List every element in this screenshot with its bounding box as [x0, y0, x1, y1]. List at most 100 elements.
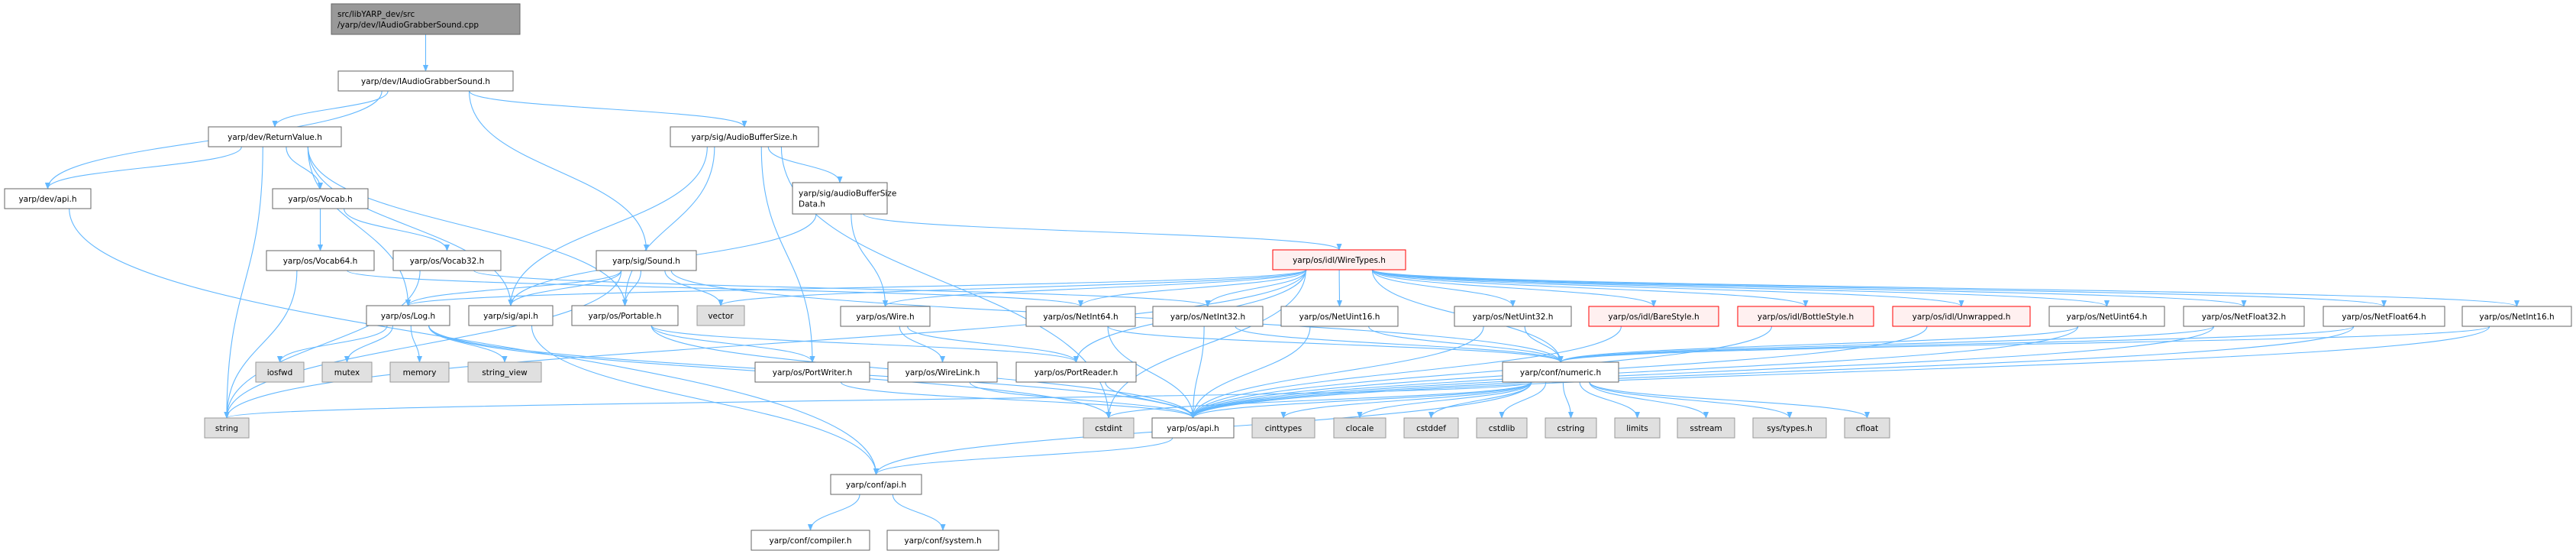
edge-arrow [892, 494, 946, 531]
edge-vocab64-to-string [224, 270, 298, 419]
node-unwrapped[interactable]: yarp/os/idl/Unwrapped.h [1892, 306, 2031, 327]
node-box [1545, 417, 1597, 439]
node-vocab32[interactable]: yarp/os/Vocab32.h [392, 250, 502, 271]
node-log[interactable]: yarp/os/Log.h [366, 305, 450, 326]
edge-numeric-to-cinttypes [1280, 381, 1532, 419]
node-box [596, 250, 697, 271]
edge-arrow [1190, 326, 1205, 419]
node-root[interactable]: src/libYARP_dev/src/yarp/dev/IAudioGrabb… [331, 3, 521, 35]
edge-abs-to-sigapi [508, 146, 708, 306]
node-compiler[interactable]: yarp/conf/compiler.h [751, 530, 870, 551]
edge-arrow [344, 208, 450, 251]
edge-portable-to-portreader [650, 325, 1079, 363]
node-string: string [204, 417, 250, 439]
node-label: cfloat [1856, 424, 1878, 433]
edge-arrow [276, 325, 388, 363]
edge-arrow [969, 381, 1196, 419]
node-box [266, 250, 375, 271]
node-wiretypes[interactable]: yarp/os/idl/WireTypes.h [1272, 249, 1406, 271]
node-netfloat64[interactable]: yarp/os/NetFloat64.h [2323, 306, 2445, 327]
edge-arrow [224, 270, 622, 419]
node-box [840, 306, 931, 327]
edge-arrow [1562, 381, 1574, 419]
edge-netint16-to-osapi [1190, 326, 2490, 419]
node-memory: memory [389, 361, 450, 383]
node-vocab64[interactable]: yarp/os/Vocab64.h [266, 250, 375, 271]
node-vocab[interactable]: yarp/os/Vocab.h [272, 188, 369, 209]
edge-arrow [1371, 269, 1657, 307]
node-label: yarp/os/api.h [1167, 424, 1219, 433]
node-wirelink[interactable]: yarp/os/WireLink.h [887, 361, 998, 383]
edge-arrow [1107, 326, 1196, 419]
edge-arrow [1205, 269, 1307, 307]
edge-bottlestyle-to-osapi [1190, 326, 1772, 419]
node-netuint32[interactable]: yarp/os/NetUint32.h [1454, 306, 1572, 327]
node-sigapi[interactable]: yarp/sig/api.h [468, 305, 554, 326]
node-cinttypes: cinttypes [1251, 417, 1315, 439]
node-label: cstring [1558, 424, 1585, 433]
edge-log-to-string_view [428, 325, 508, 363]
node-portable[interactable]: yarp/os/Portable.h [571, 305, 679, 326]
node-netint64[interactable]: yarp/os/NetInt64.h [1025, 306, 1136, 327]
node-sound[interactable]: yarp/sig/Sound.h [596, 250, 697, 271]
node-box [2048, 306, 2165, 327]
node-label: src/libYARP_dev/src [337, 10, 415, 19]
node-netfloat32[interactable]: yarp/os/NetFloat32.h [2183, 306, 2305, 327]
edge-arrow [1371, 269, 1964, 307]
edge-arrow [1190, 326, 1311, 419]
node-portreader[interactable]: yarp/os/PortReader.h [1015, 361, 1137, 383]
edge-arrow [44, 146, 242, 190]
edge-arrow [1190, 326, 2215, 419]
node-netint32[interactable]: yarp/os/NetInt32.h [1152, 306, 1264, 327]
node-netint16[interactable]: yarp/os/NetInt16.h [2461, 306, 2572, 327]
edge-arrow [344, 325, 394, 363]
node-wire[interactable]: yarp/os/Wire.h [840, 306, 931, 327]
edge-iags-to-sound [469, 90, 650, 251]
node-system[interactable]: yarp/conf/system.h [886, 530, 999, 551]
edge-netfloat64-to-numeric [1558, 326, 2355, 363]
node-netuint64[interactable]: yarp/os/NetUint64.h [2048, 306, 2165, 327]
edge-arrow [1106, 381, 1532, 419]
node-systypes: sys/types.h [1752, 417, 1827, 439]
edge-iags-to-abs [469, 90, 747, 128]
node-confapi[interactable]: yarp/conf/api.h [830, 474, 922, 495]
node-iags[interactable]: yarp/dev/IAudioGrabberSound.h [337, 70, 514, 92]
edge-arrow [883, 269, 1306, 307]
edge-wire-to-wirelink [899, 326, 946, 363]
node-netuint16[interactable]: yarp/os/NetUint16.h [1280, 306, 1399, 327]
node-box [1083, 417, 1135, 439]
edge-log-to-mutex [344, 325, 394, 363]
edge-arrow [224, 381, 1532, 419]
edge-numeric-to-sstream [1589, 381, 1709, 419]
edge-arrow [1589, 381, 1709, 419]
node-box [1280, 306, 1399, 327]
edge-sound-to-sigapi [508, 270, 622, 306]
edge-wiretypes-to-netint32 [1205, 269, 1307, 307]
node-retval[interactable]: yarp/dev/ReturnValue.h [208, 126, 342, 147]
node-label: yarp/os/idl/BareStyle.h [1608, 313, 1699, 322]
node-box [1151, 417, 1235, 439]
node-numeric[interactable]: yarp/conf/numeric.h [1502, 361, 1619, 383]
node-bottlestyle[interactable]: yarp/os/idl/BottleStyle.h [1737, 306, 1874, 327]
node-label: yarp/dev/ReturnValue.h [228, 133, 322, 142]
edge-numeric-to-cstdint [1106, 381, 1532, 419]
node-osapi[interactable]: yarp/os/api.h [1151, 417, 1235, 439]
edge-vocab-to-vocab32 [344, 208, 450, 251]
node-label: cinttypes [1265, 424, 1302, 433]
node-label: cstdlib [1489, 424, 1516, 433]
edge-numeric-to-cstddef [1428, 381, 1532, 419]
node-devapi[interactable]: yarp/dev/api.h [4, 188, 92, 209]
node-cstring: cstring [1545, 417, 1597, 439]
edge-arrow [469, 90, 650, 251]
node-abs[interactable]: yarp/sig/AudioBufferSize.h [670, 126, 819, 147]
node-label: yarp/dev/IAudioGrabberSound.h [361, 77, 490, 86]
edge-arrow [1558, 326, 2490, 363]
node-label: yarp/os/NetUint16.h [1299, 313, 1380, 322]
node-portwriter[interactable]: yarp/os/PortWriter.h [754, 361, 870, 383]
edge-arrow [286, 146, 324, 190]
edge-arrow [840, 381, 1196, 419]
node-barestyle[interactable]: yarp/os/idl/BareStyle.h [1588, 306, 1719, 327]
node-label: yarp/os/NetInt32.h [1170, 313, 1245, 322]
node-box [331, 3, 521, 35]
